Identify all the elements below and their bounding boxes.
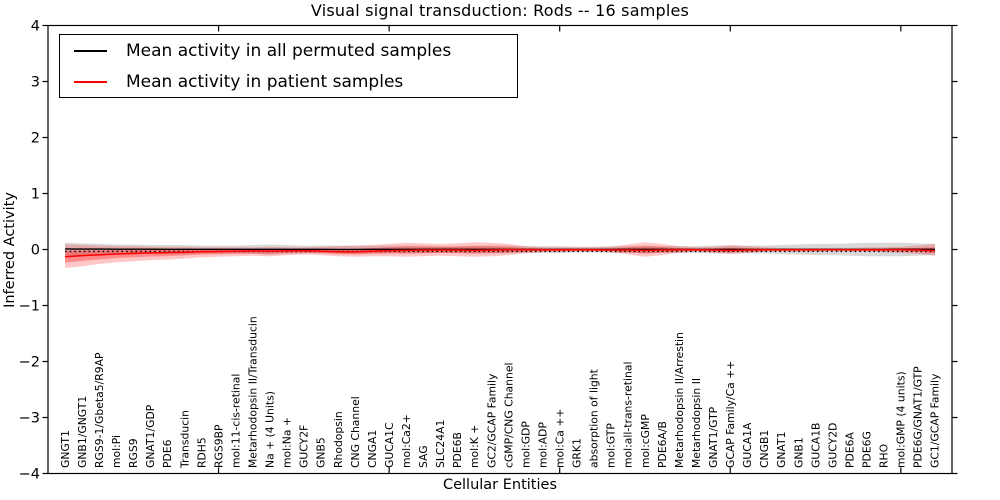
x-category-label: PDE6A/B: [656, 421, 669, 468]
x-category-label: PDE6G: [861, 431, 874, 468]
x-category-label: mol:cGMP: [639, 414, 652, 468]
x-category-label: Na + (4 Units): [264, 391, 277, 468]
x-category-label: PDE6A: [843, 431, 856, 468]
y-tick-label: 3: [31, 75, 40, 91]
x-category-label: PDE6G/GNAT1/GTP: [912, 366, 925, 468]
x-category-label: RHO: [878, 444, 891, 468]
x-category-label: GNAT1: [775, 432, 788, 468]
x-category-label: GUCY2F: [298, 425, 311, 468]
legend-label-patient: Mean activity in patient samples: [126, 71, 404, 92]
x-category-label: mol:GDP: [519, 421, 532, 468]
x-category-label: GRK1: [571, 438, 584, 468]
legend-line-black-icon: [74, 49, 107, 52]
x-category-label: mol:ADP: [536, 422, 549, 468]
y-tick-label: −1: [19, 299, 40, 315]
x-category-label: SLC24A1: [434, 420, 447, 468]
x-category-label: GC1/GCAP Family: [929, 373, 942, 468]
chart-title: Visual signal transduction: Rods -- 16 s…: [310, 1, 690, 20]
x-category-label: RDH5: [195, 437, 208, 468]
x-category-label: PDE6: [161, 439, 174, 468]
x-axis-label: Cellular Entities: [442, 477, 558, 493]
x-category-label: Transducin: [178, 410, 191, 469]
x-category-label: GUCY2D: [826, 423, 839, 468]
x-category-label: GNB5: [315, 437, 328, 468]
x-category-label: mol:Ca2+: [400, 414, 413, 468]
x-category-label: GUCA1A: [741, 422, 754, 468]
y-tick-label: 1: [31, 187, 40, 203]
legend-item-permuted: Mean activity in all permuted samples: [60, 35, 517, 66]
legend-line-red-icon: [74, 80, 107, 83]
x-category-label: cGMP/CNG Channel: [502, 362, 515, 468]
x-category-label: CNGB1: [758, 430, 771, 468]
x-category-label: GNAT1/GDP: [144, 404, 157, 468]
x-category-label: mol:K +: [468, 425, 481, 468]
x-category-label: CNGA1: [366, 430, 379, 468]
x-category-label: mol:Pi: [110, 435, 123, 468]
x-category-label: RGS9BP: [212, 424, 225, 468]
y-tick-label: 0: [31, 243, 40, 259]
x-category-label: GC2/GCAP Family: [485, 373, 498, 468]
y-tick-label: −3: [19, 411, 40, 427]
x-category-label: GNB1/GNGT1: [76, 396, 89, 468]
x-category-label: mol:Ca ++: [553, 409, 566, 468]
x-category-label: GCAP Family/Ca ++: [724, 361, 737, 468]
x-category-label: RGS9-1/Gbeta5/R9AP: [93, 352, 106, 468]
x-category-label: RGS9: [127, 438, 140, 468]
x-category-label: Metarhodopsin II/Arrestin: [673, 332, 686, 468]
x-category-label: PDE6B: [451, 432, 464, 468]
x-category-label: GUCA1B: [809, 423, 822, 468]
x-category-label: mol:Na +: [281, 417, 294, 468]
x-category-label: mol:GTP: [605, 423, 618, 468]
x-category-label: SAG: [417, 445, 430, 468]
legend-label-permuted: Mean activity in all permuted samples: [126, 40, 452, 61]
x-category-label: mol:GMP (4 units): [895, 371, 908, 468]
x-category-label: Metarhodopsin II/Transducin: [246, 316, 259, 468]
x-category-label: GNAT1/GTP: [707, 406, 720, 468]
y-axis-label: Inferred Activity: [2, 192, 18, 308]
x-category-label: absorption of light: [588, 369, 601, 468]
legend: Mean activity in all permuted samples Me…: [59, 34, 518, 98]
patient-mean-line: [65, 249, 935, 258]
legend-item-patient: Mean activity in patient samples: [60, 66, 517, 97]
x-category-label: Rhodopsin: [332, 411, 345, 468]
y-tick-label: 4: [31, 19, 40, 35]
y-tick-label: −2: [19, 355, 40, 371]
y-tick-label: 2: [31, 131, 40, 147]
x-category-label: Metarhodopsin II: [690, 378, 703, 468]
x-category-label: GNB1: [792, 437, 805, 468]
x-category-label: GUCA1C: [383, 422, 396, 468]
x-category-label: mol:11-cis-retinal: [229, 374, 242, 468]
x-category-label: CNG Channel: [349, 396, 362, 468]
x-category-label: mol:all-trans-retinal: [622, 362, 635, 468]
y-tick-label: −4: [19, 467, 40, 483]
x-category-label: GNGT1: [59, 430, 72, 468]
